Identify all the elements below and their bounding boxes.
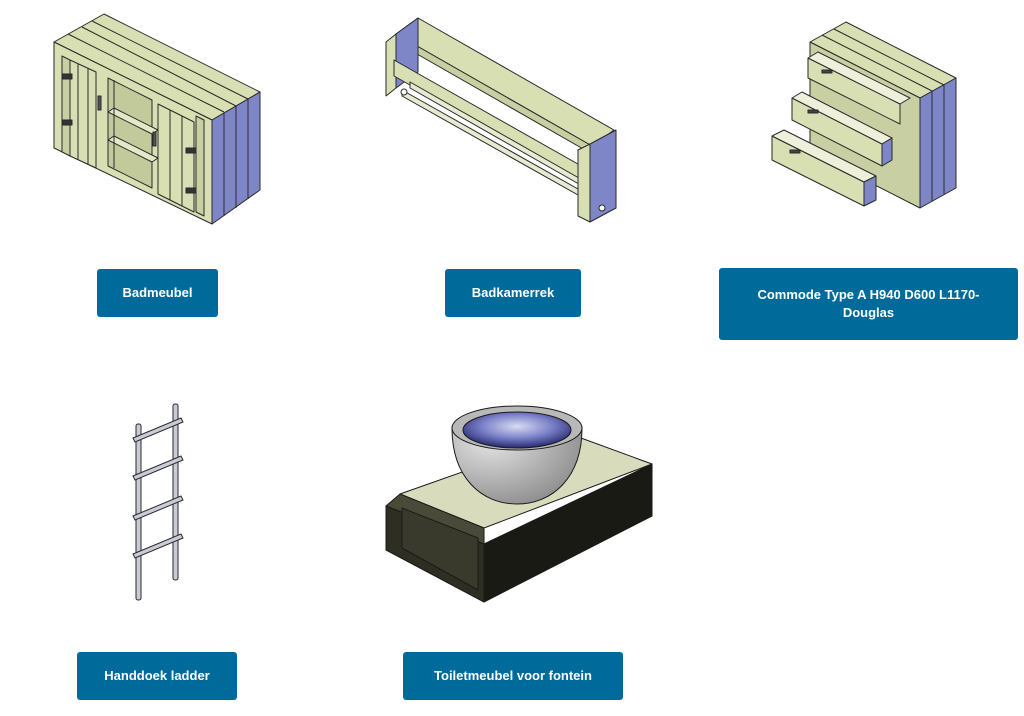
handdoek-ladder-image[interactable] <box>125 400 195 604</box>
commode-image[interactable] <box>770 20 960 220</box>
commode-button[interactable]: Commode Type A H940 D600 L1170-Douglas <box>719 268 1018 340</box>
badkamerrek-button[interactable]: Badkamerrek <box>445 269 581 317</box>
toiletmeubel-button[interactable]: Toiletmeubel voor fontein <box>403 652 623 700</box>
badmeubel-button[interactable]: Badmeubel <box>97 269 218 317</box>
badmeubel-image[interactable] <box>48 12 268 232</box>
badkamerrek-image[interactable] <box>380 12 640 223</box>
toiletmeubel-image[interactable] <box>382 398 654 603</box>
handdoek-ladder-button[interactable]: Handdoek ladder <box>77 652 237 700</box>
